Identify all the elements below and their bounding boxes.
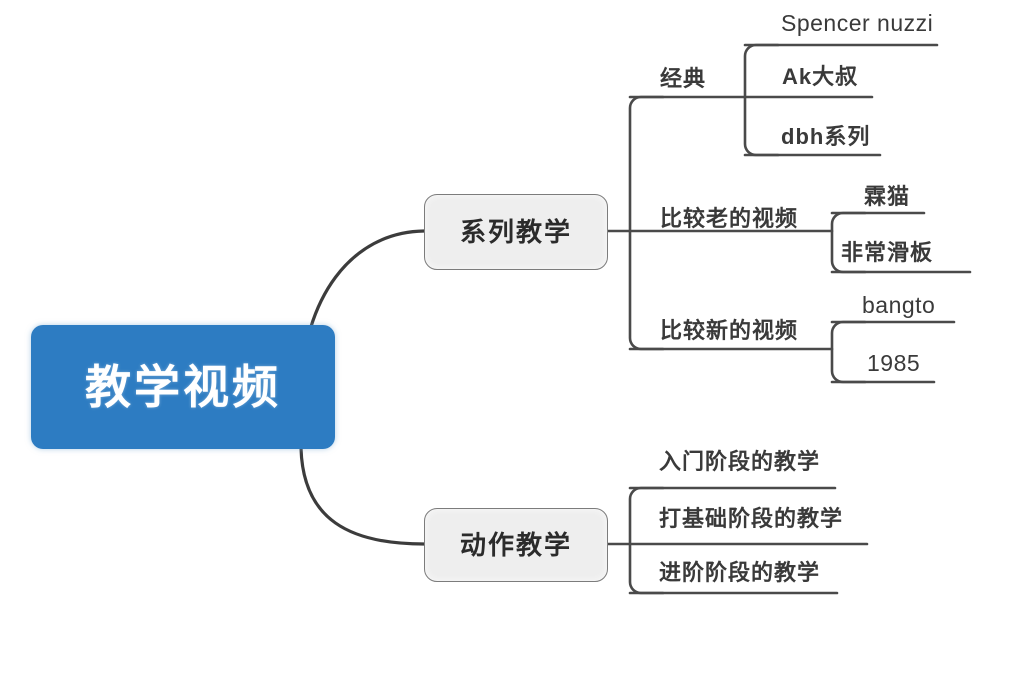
group-label-newer-videos[interactable]: 比较新的视频 (660, 318, 799, 343)
leaf-label-dbh-series[interactable]: dbh系列 (781, 124, 871, 149)
bracket-series (628, 95, 665, 351)
leaf-label-ak-dashu[interactable]: Ak大叔 (782, 64, 859, 89)
branch-node-series-label: 系列教学 (459, 217, 572, 247)
leaf-label-foundation-stage[interactable]: 打基础阶段的教学 (659, 506, 844, 531)
group-label-older-videos[interactable]: 比较老的视频 (660, 206, 799, 231)
leaf-label-1985[interactable]: 1985 (867, 350, 921, 376)
branch-node-moves[interactable]: 动作教学 (424, 508, 608, 582)
leaf-label-spencer-nuzzi[interactable]: Spencer nuzzi (781, 10, 934, 36)
leaf-label-advanced-stage[interactable]: 进阶阶段的教学 (659, 560, 821, 585)
edge-root-to-moves (299, 446, 426, 546)
group-label-classic[interactable]: 经典 (660, 66, 707, 91)
root-node[interactable]: 教学视频 (31, 325, 335, 449)
leaf-label-linmao[interactable]: 霖猫 (864, 184, 911, 209)
leaf-label-bangto[interactable]: bangto (862, 292, 936, 318)
branch-node-moves-label: 动作教学 (459, 530, 572, 560)
leaf-label-feichang-huaban[interactable]: 非常滑板 (841, 240, 934, 265)
root-node-label: 教学视频 (85, 361, 281, 413)
bracket-classic (743, 43, 780, 157)
branch-node-series[interactable]: 系列教学 (424, 194, 608, 270)
bracket-newer (830, 320, 867, 384)
leaf-label-entry-stage[interactable]: 入门阶段的教学 (659, 449, 821, 474)
